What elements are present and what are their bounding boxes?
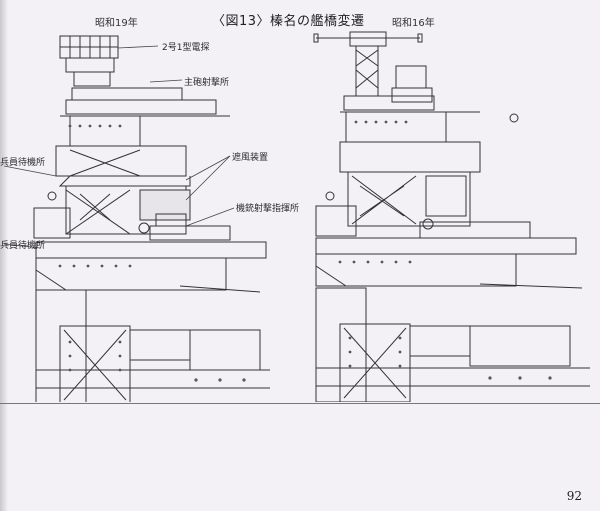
label-mg-director: 機銃射撃指揮所	[236, 204, 300, 214]
bridge-drawing-1944	[0, 30, 270, 402]
label-radar: 2号1型電探	[162, 43, 210, 53]
figure-title: 〈図13〉榛名の艦橋変遷	[212, 14, 365, 29]
label-shield: 遮風装置	[232, 153, 269, 163]
label-lookout-upper: 兵員待機所	[0, 158, 46, 168]
year-label-left: 昭和19年	[95, 18, 138, 29]
year-label-right: 昭和16年	[392, 18, 435, 29]
page-number: 92	[566, 489, 582, 503]
bottom-rule	[0, 403, 600, 404]
bridge-drawing-1941	[300, 26, 590, 402]
label-lookout-lower: 兵員待機所	[0, 241, 46, 251]
label-main-battery: 主砲射撃所	[184, 78, 230, 88]
page-spine-shadow	[0, 0, 8, 511]
